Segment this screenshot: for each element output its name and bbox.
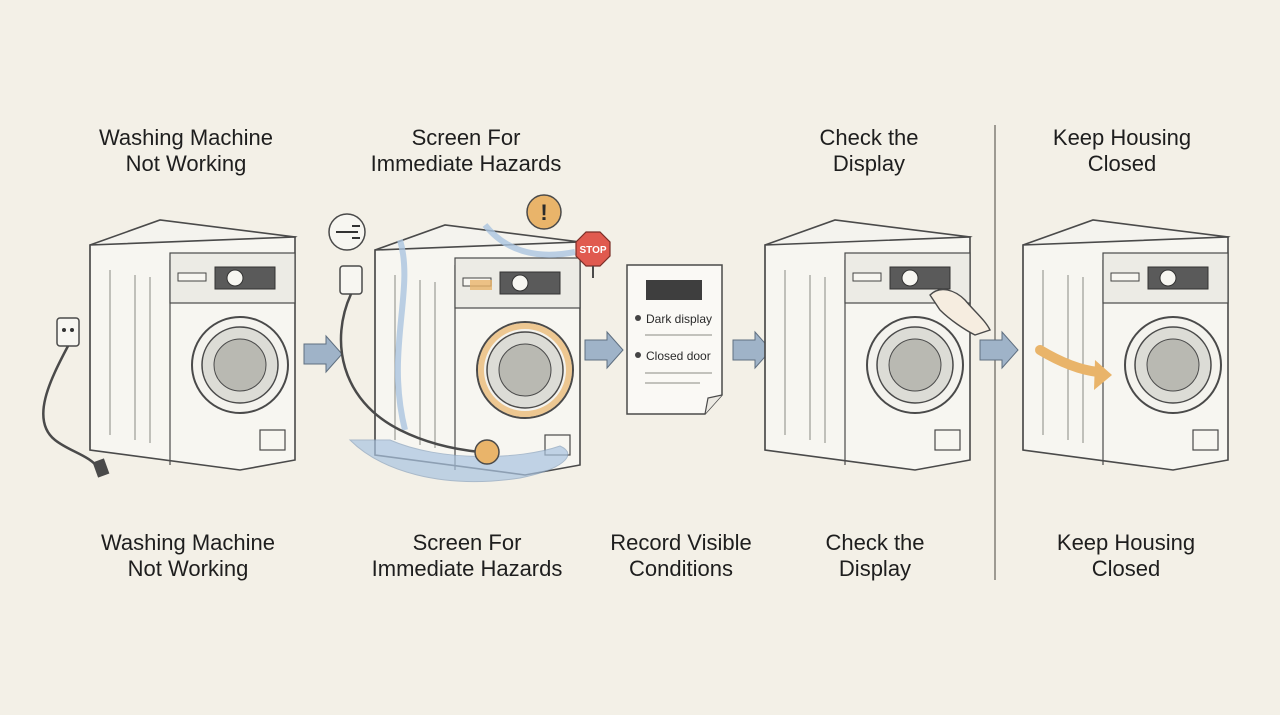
note-item-closed-door: Closed door (646, 349, 711, 363)
warning-symbol: ! (540, 200, 547, 225)
arrow-right-icon (303, 335, 343, 373)
washing-machine-4 (764, 219, 971, 471)
step-2-bottom-label: Screen For Immediate Hazards (371, 530, 563, 581)
step-4-top-label: Check the Display (819, 125, 919, 176)
power-plug-icon (42, 317, 110, 478)
power-plug-icon (328, 213, 500, 465)
washing-machine-5 (1022, 219, 1229, 471)
arrow-right-icon (979, 331, 1019, 369)
water-puddle (348, 439, 569, 483)
washing-machine-2 (374, 223, 581, 476)
step-3-bottom-label: Record Visible Conditions (610, 530, 752, 581)
warning-icon: ! (526, 194, 562, 230)
step-4-bottom-label: Check the Display (825, 530, 925, 581)
arrow-right-icon (584, 331, 624, 369)
stop-sign-icon: STOP (575, 231, 611, 278)
step-1-bottom-label: Washing Machine Not Working (100, 530, 276, 581)
hand-icon (929, 288, 991, 336)
washing-machine-1 (89, 219, 296, 471)
step-5-top-label: Keep Housing Closed (1052, 125, 1192, 176)
note-item-dark-display: Dark display (646, 312, 712, 326)
stop-sign-text: STOP (579, 245, 606, 256)
step-2-top-label: Screen For Immediate Hazards (370, 125, 562, 176)
keep-closed-arrow-icon (1035, 345, 1112, 390)
step-1-top-label: Washing Machine Not Working (98, 125, 274, 176)
record-note-card (626, 264, 723, 415)
step-5-bottom-label: Keep Housing Closed (1056, 530, 1196, 581)
